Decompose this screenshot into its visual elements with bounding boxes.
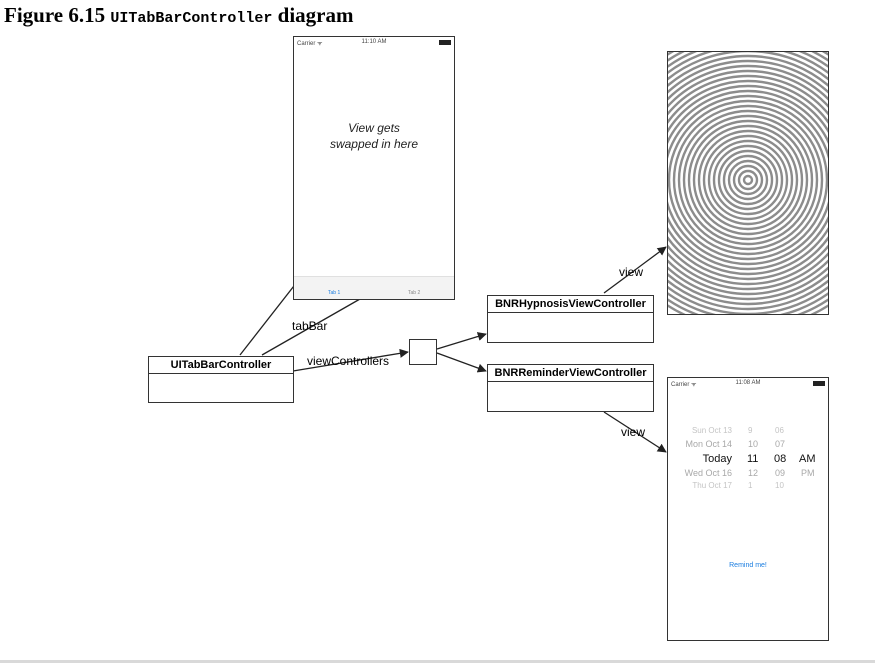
figure-number: Figure 6.15 xyxy=(4,3,106,27)
bnrhypnosisviewcontroller-box: BNRHypnosisViewController xyxy=(487,295,654,343)
array-to-reminder-arrow xyxy=(436,352,487,373)
picker-row-selected: Today 11 08 AM xyxy=(668,453,828,467)
picker-hour: 9 xyxy=(748,426,753,435)
picker-row: Wed Oct 16 12 09 PM xyxy=(668,468,828,482)
hypnosis-ring xyxy=(668,74,828,286)
hypnosis-ring xyxy=(722,154,774,206)
picker-day: Mon Oct 14 xyxy=(685,439,732,449)
hypnosis-ring xyxy=(668,59,828,301)
clock-label: 11:08 AM xyxy=(735,380,761,386)
hypnosis-ring xyxy=(668,79,828,281)
picker-hour: 10 xyxy=(748,439,759,449)
figure-caption-word: diagram xyxy=(277,3,354,27)
picker-ampm: AM xyxy=(799,453,816,465)
picker-day: Today xyxy=(702,453,732,465)
hypnosis-ring xyxy=(732,164,764,196)
tab-item-1[interactable]: Tab 1 xyxy=(328,290,341,296)
bnrreminderviewcontroller-box: BNRReminderViewController xyxy=(487,364,654,412)
view-controllers-arrow xyxy=(292,348,409,372)
hypnosis-ring xyxy=(668,64,828,296)
hypnosis-ring xyxy=(668,52,828,311)
hypnosis-ring xyxy=(672,104,824,256)
hypnosis-view-arrow xyxy=(603,246,667,294)
hypnosis-ring xyxy=(737,169,759,191)
hypnosis-ring xyxy=(692,124,804,236)
uitabbarcontroller-name: UITabBarController xyxy=(149,357,293,374)
picker-day: Thu Oct 17 xyxy=(692,481,732,490)
view-label-hypnosis: view xyxy=(619,265,644,279)
picker-row: Sun Oct 13 9 06 xyxy=(668,426,828,440)
hypnosis-ring xyxy=(687,119,809,241)
hypnosis-ring xyxy=(668,99,828,261)
figure-caption: Figure 6.15 UITabBarController diagram xyxy=(4,3,353,28)
picker-minute: 08 xyxy=(774,453,787,465)
hypnosis-ring xyxy=(668,84,828,276)
page-bottom-rule xyxy=(0,660,875,663)
bnrhypnosisviewcontroller-name: BNRHypnosisViewController xyxy=(488,296,653,313)
picker-hour: 1 xyxy=(748,481,753,490)
battery-icon xyxy=(813,381,825,386)
status-bar: Carrier ᯤ 11:10 AM xyxy=(294,37,454,48)
hypnosis-ring xyxy=(707,139,789,221)
picker-day: Sun Oct 13 xyxy=(691,426,732,435)
array-to-hypnosis-arrow xyxy=(436,332,487,350)
hypnosis-screen xyxy=(667,51,829,315)
hypnosis-ring xyxy=(742,174,754,186)
picker-row: Mon Oct 14 10 07 xyxy=(668,439,828,453)
view-controllers-array-box xyxy=(409,339,437,365)
picker-minute: 06 xyxy=(775,426,784,435)
bnrreminderviewcontroller-name: BNRReminderViewController xyxy=(488,365,653,382)
picker-row: Thu Oct 17 1 10 xyxy=(668,481,828,495)
view-label-reminder: view xyxy=(621,425,646,439)
picker-minute: 09 xyxy=(775,468,786,478)
tab-item-2[interactable]: Tab 2 xyxy=(408,290,421,296)
tabbar-label: tabBar xyxy=(292,319,328,333)
hypnosis-ring xyxy=(668,89,828,271)
hypnosis-ring xyxy=(727,159,769,201)
carrier-label: Carrier ᯤ xyxy=(297,41,323,47)
picker-minute: 10 xyxy=(775,481,784,490)
picker-hour: 12 xyxy=(748,468,759,478)
hypnosis-ring xyxy=(712,144,784,216)
reminder-view-arrow xyxy=(603,411,667,453)
picker-minute: 07 xyxy=(775,439,786,449)
concentric-circles-graphic xyxy=(668,52,828,314)
hypnosis-ring xyxy=(717,149,779,211)
swap-note-line-2: swapped in here xyxy=(329,137,419,151)
status-bar: Carrier ᯤ 11:08 AM xyxy=(668,378,828,389)
hypnosis-ring xyxy=(668,54,828,306)
figure-code-term: UITabBarController xyxy=(110,10,273,27)
view-controllers-label: viewControllers xyxy=(307,354,390,368)
date-picker[interactable]: Sun Oct 13 9 06 Mon Oct 14 10 07 Today 1… xyxy=(668,418,828,498)
hypnosis-ring xyxy=(677,109,819,251)
tab-bar-screen: Carrier ᯤ 11:10 AM View gets swapped in … xyxy=(293,36,455,300)
hypnosis-ring xyxy=(668,69,828,291)
hypnosis-ring xyxy=(668,94,828,266)
uitabbarcontroller-box: UITabBarController xyxy=(148,356,294,403)
clock-label: 11:10 AM xyxy=(361,39,387,45)
picker-hour: 11 xyxy=(747,453,759,465)
carrier-label: Carrier ᯤ xyxy=(671,382,697,388)
tab-bar: Tab 1 Tab 2 xyxy=(294,276,454,299)
picker-day: Wed Oct 16 xyxy=(684,468,732,478)
tabbar-arrow xyxy=(261,290,375,356)
swap-note-line-1: View gets xyxy=(348,121,400,135)
remind-me-button[interactable]: Remind me! xyxy=(729,562,767,569)
reminder-screen: Carrier ᯤ 11:08 AM Sun Oct 13 9 06 Mon O… xyxy=(667,377,829,641)
hypnosis-ring xyxy=(682,114,814,246)
picker-ampm: PM xyxy=(801,468,815,478)
hypnosis-ring xyxy=(702,134,794,226)
hypnosis-ring xyxy=(697,129,799,231)
battery-icon xyxy=(439,40,451,45)
